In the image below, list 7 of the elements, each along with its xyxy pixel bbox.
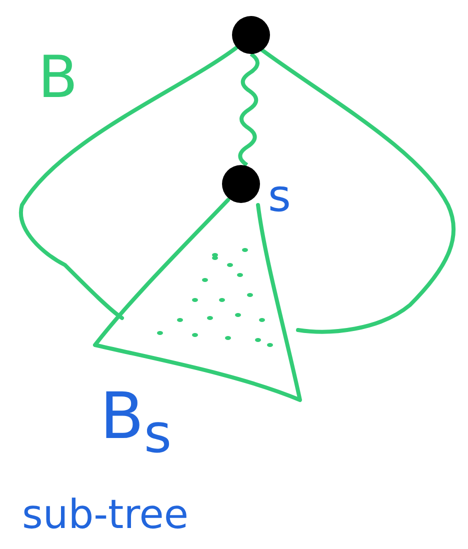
subtree-label: B$_{s}$	[100, 385, 172, 460]
vertex-dot	[222, 165, 260, 203]
caption-text: sub-tree	[22, 495, 188, 535]
wavy-path	[238, 52, 260, 167]
vertex-dot	[232, 16, 270, 54]
vertex-label: s	[268, 175, 291, 219]
tree-label: B	[38, 48, 78, 106]
